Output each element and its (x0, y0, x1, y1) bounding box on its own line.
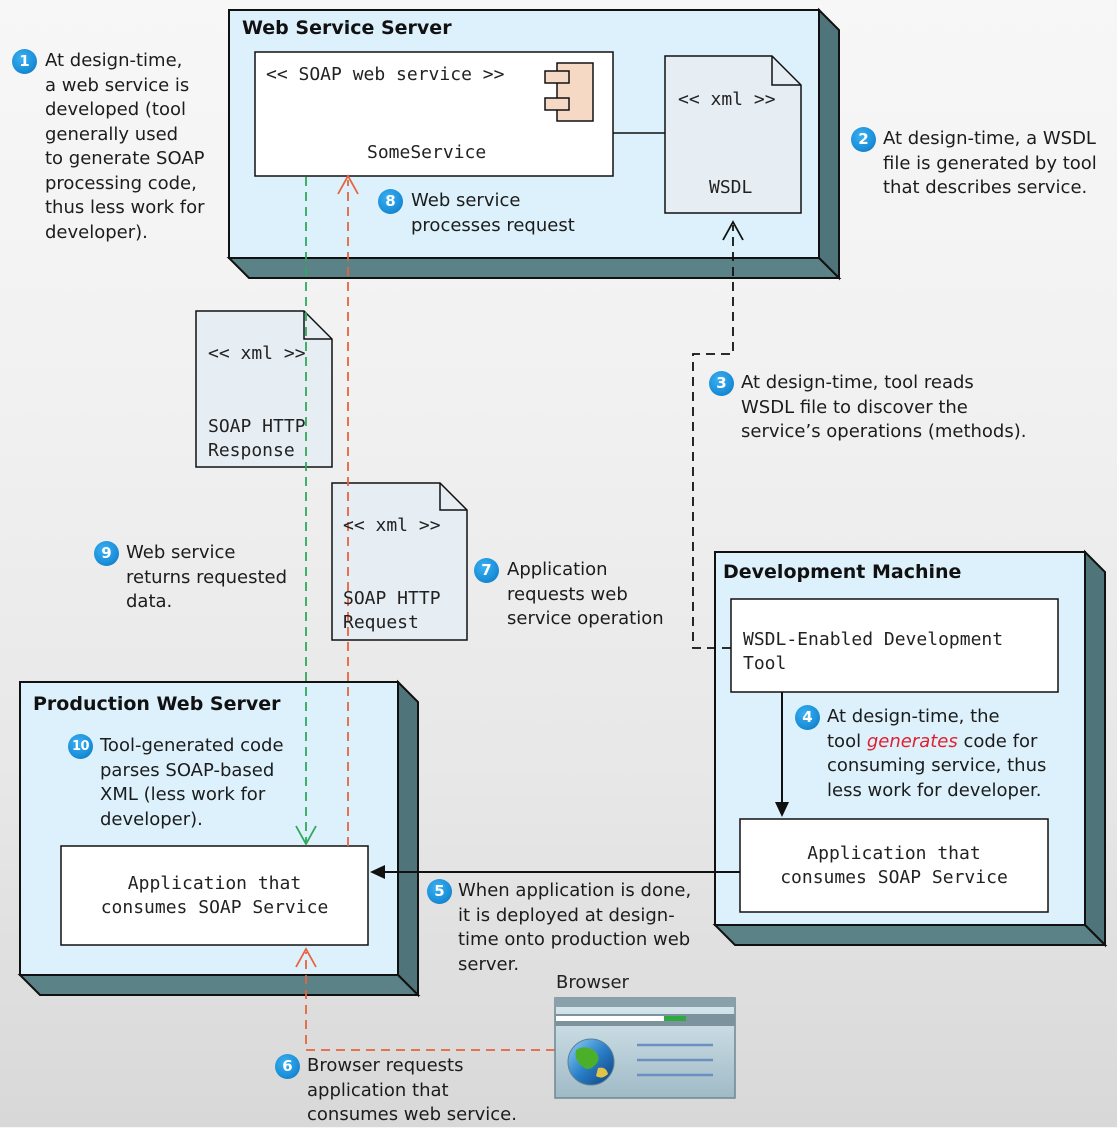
dev-app-label-line2: consumes SOAP Service (780, 867, 1008, 888)
deploy-arrowhead (370, 865, 385, 879)
step-9-line: returns requested (126, 566, 288, 588)
dev-tool-box (730, 598, 1059, 693)
step-10-line: XML (less work for (100, 784, 266, 805)
response-arrow (295, 177, 317, 846)
step-9-line: Web service (126, 542, 236, 563)
step-3-note: At design-time, tool reads WSDL file to … (741, 371, 1026, 445)
step-2-badge: 2 (851, 127, 876, 152)
step-1-note: At design-time, a web service is develop… (45, 49, 205, 245)
step-3-badge: 3 (709, 371, 734, 396)
dev-tool-label-line1: WSDL-Enabled Development (743, 629, 1004, 650)
step-6-line: consumes web service. (307, 1104, 517, 1125)
step-1-line: developed (tool (45, 99, 186, 120)
step-1-line: processing code, (45, 172, 197, 194)
step-7-line: service operation (507, 608, 664, 629)
step-10-line: developer). (100, 808, 203, 830)
step-1-line: a web service is (45, 74, 190, 96)
step-4-generates-highlight: generates (866, 730, 958, 752)
production-web-server-node (17, 679, 421, 998)
dev-app-label-line1: Application that (807, 843, 981, 864)
component-icon (544, 62, 594, 122)
soap-request-document-shape (331, 482, 468, 641)
step-9-note: Web service returns requested data. (126, 541, 287, 615)
step-10-line: parses SOAP-based (100, 759, 275, 781)
prod-app-box (60, 845, 369, 946)
dev-tool-label-line2: Tool (743, 653, 787, 674)
step-9-badge: 9 (94, 541, 119, 566)
step-3-line: WSDL file to discover the (741, 396, 968, 418)
step-9-line: data. (126, 591, 173, 612)
step-6-line: application that (307, 1079, 449, 1101)
response-stereotype: << xml >> (208, 343, 306, 364)
step-1-badge: 1 (12, 49, 37, 74)
step-5-badge: 5 (427, 879, 452, 904)
prod-app-label-line1: Application that (127, 873, 302, 894)
step-5-line: server. (458, 953, 520, 975)
step-5-line: time onto production web (458, 929, 691, 950)
step-4-line: At design-time, the (827, 706, 1000, 727)
step-4-text: code for (957, 730, 1038, 752)
step-1-line: generally used (45, 123, 179, 145)
step-7-line: Application (507, 559, 608, 580)
request-arrow (337, 174, 359, 846)
step-7-badge: 7 (474, 558, 499, 583)
step-10-note: Tool-generated code parses SOAP-based XM… (100, 734, 284, 832)
wsdl-document-shape (664, 55, 802, 214)
step-1-line: thus less work for (45, 197, 205, 218)
step-2-note: At design-time, a WSDL file is generated… (883, 127, 1097, 201)
step-6-note: Browser requests application that consum… (307, 1054, 517, 1128)
step-7-note: Application requests web service operati… (507, 558, 664, 632)
soap-response-document-shape (195, 310, 333, 468)
request-label-line1: SOAP HTTP (343, 588, 441, 609)
request-stereotype: << xml >> (343, 515, 441, 536)
development-machine-title: Development Machine (723, 561, 962, 583)
step-4-line: less work for developer. (827, 779, 1042, 801)
soap-service-name: SomeService (367, 142, 487, 163)
request-label-line2: Request (343, 612, 419, 633)
step-10-line: Tool-generated code (100, 735, 284, 756)
dev-app-box (739, 818, 1049, 913)
step-2-line: that describes service. (883, 177, 1088, 198)
step-3-line: service’s operations (methods). (741, 421, 1027, 442)
production-web-server-title: Production Web Server (33, 693, 281, 715)
step-5-line: When application is done, (458, 880, 692, 901)
step-6-badge: 6 (275, 1054, 300, 1079)
step-8-badge: 8 (378, 189, 403, 214)
generate-code-arrowhead (775, 802, 789, 817)
wsdl-read-arrow (692, 220, 744, 649)
response-label-line1: SOAP HTTP (208, 416, 306, 437)
wsdl-label: WSDL (709, 177, 753, 198)
response-label-line2: Response (208, 440, 295, 461)
step-5-note: When application is done, it is deployed… (458, 879, 691, 977)
browser-window-icon (554, 997, 736, 1099)
prod-app-label-line2: consumes SOAP Service (100, 897, 329, 918)
step-8-note: Web service processes request (411, 189, 575, 238)
step-2-line: file is generated by tool (883, 152, 1097, 174)
step-8-line: Web service (411, 190, 521, 211)
step-4-badge: 4 (795, 705, 820, 730)
browser-label: Browser (556, 972, 629, 993)
step-1-line: to generate SOAP (45, 148, 205, 169)
browser-request-arrow (295, 947, 555, 1051)
step-4-text: tool (827, 730, 867, 752)
step-1-line: developer). (45, 221, 148, 243)
step-5-line: it is deployed at design- (458, 904, 675, 926)
wsdl-stereotype: << xml >> (678, 89, 776, 110)
step-2-line: At design-time, a WSDL (883, 128, 1096, 149)
step-10-badge: 10 (68, 734, 93, 759)
step-8-line: processes request (411, 214, 575, 236)
step-7-line: requests web (507, 583, 628, 605)
step-1-line: At design-time, (45, 50, 183, 71)
web-service-server-title: Web Service Server (242, 17, 452, 39)
step-4-line: consuming service, thus (827, 755, 1047, 776)
step-4-line: tool generates code for (827, 730, 1046, 755)
step-3-line: At design-time, tool reads (741, 372, 974, 393)
soap-service-stereotype: << SOAP web service >> (266, 64, 505, 85)
step-4-note: At design-time, the tool generates code … (827, 705, 1046, 803)
step-6-line: Browser requests (307, 1055, 464, 1076)
